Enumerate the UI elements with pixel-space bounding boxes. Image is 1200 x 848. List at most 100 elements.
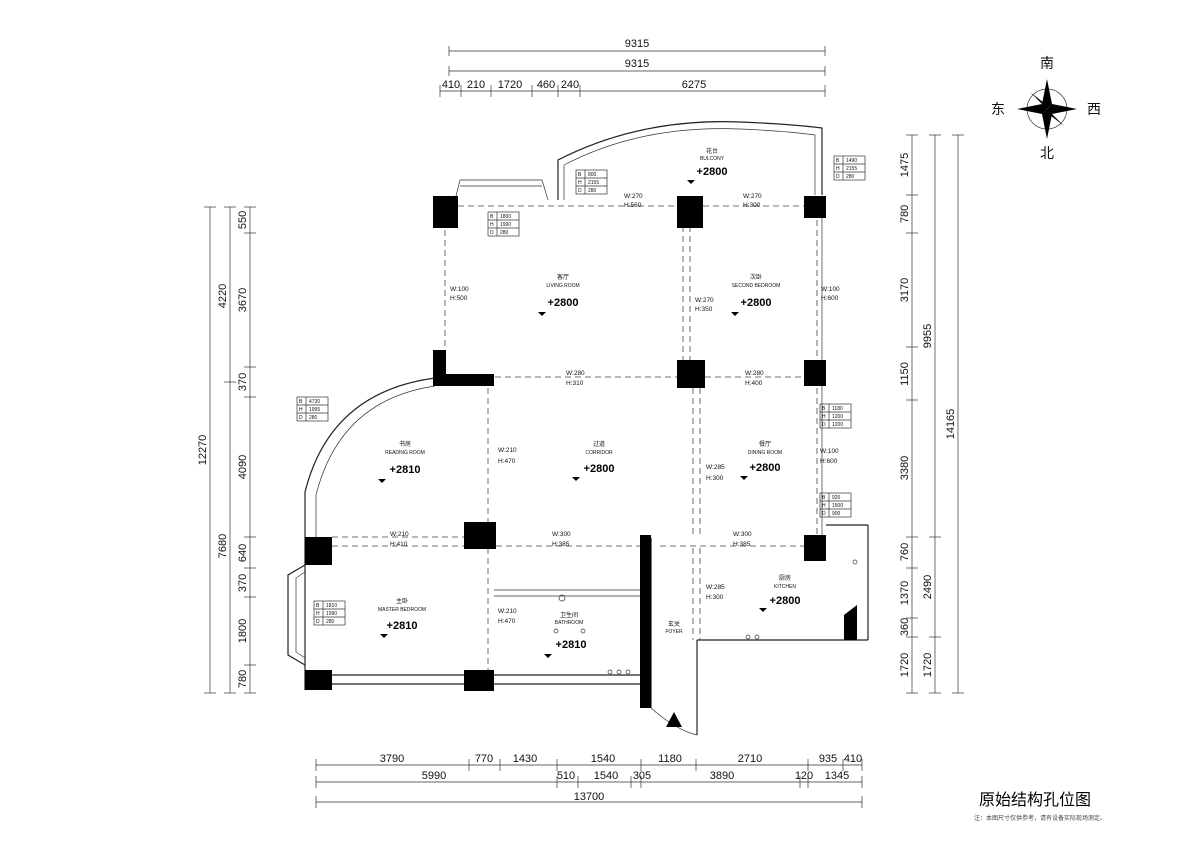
- svg-text:D: D: [578, 188, 582, 194]
- right-mid-1: 9955: [922, 324, 934, 348]
- compass-west-label: 西: [1087, 102, 1101, 118]
- svg-text:1990: 1990: [500, 222, 511, 228]
- svg-text:4730: 4730: [309, 399, 320, 405]
- room-kitchen: 厨房 KITCHEN +2800: [745, 559, 858, 640]
- left-outer: 12270: [197, 435, 209, 466]
- svg-text:W:270: W:270: [695, 297, 714, 304]
- right-inner-3: 3170: [899, 278, 911, 302]
- right-inner-8: 360: [899, 618, 911, 636]
- column: [804, 360, 826, 386]
- svg-text:厨房: 厨房: [779, 574, 791, 582]
- column: [677, 196, 703, 228]
- svg-text:B: B: [316, 603, 320, 609]
- column: [433, 350, 494, 386]
- bottom-row1-3: 1430: [513, 753, 537, 765]
- svg-text:W:285: W:285: [706, 584, 725, 591]
- svg-text:+2800: +2800: [548, 297, 579, 309]
- bottom-row1-1: 3790: [380, 753, 404, 765]
- bottom-overall: 13700: [574, 791, 605, 803]
- svg-text:280: 280: [588, 188, 597, 194]
- svg-text:+2800: +2800: [741, 297, 772, 309]
- left-inner-4: 4090: [237, 455, 249, 479]
- bottom-row1-6: 2710: [738, 753, 762, 765]
- top-seg-3: 1720: [498, 79, 522, 91]
- right-inner-1: 1475: [899, 153, 911, 177]
- svg-text:H:560: H:560: [624, 202, 642, 209]
- svg-text:H:350: H:350: [695, 306, 713, 313]
- columns: [305, 196, 857, 708]
- svg-text:900: 900: [832, 511, 841, 517]
- svg-text:H:300: H:300: [706, 594, 724, 601]
- svg-text:主卧: 主卧: [396, 597, 408, 605]
- right-outer: 14165: [945, 409, 957, 440]
- svg-text:+2800: +2800: [697, 166, 728, 178]
- svg-text:1800: 1800: [500, 214, 511, 220]
- svg-text:2155: 2155: [846, 166, 857, 172]
- bottom-row1-5: 1180: [658, 753, 682, 765]
- svg-text:H:500: H:500: [450, 295, 468, 302]
- svg-text:280: 280: [500, 230, 509, 236]
- svg-text:FOYER: FOYER: [665, 629, 683, 635]
- svg-text:H:400: H:400: [745, 380, 763, 387]
- bottom-row2-1: 5990: [422, 770, 446, 782]
- bottom-row1-4: 1540: [591, 753, 615, 765]
- column: [640, 535, 651, 708]
- svg-text:+2810: +2810: [390, 464, 421, 476]
- svg-text:280: 280: [309, 415, 318, 421]
- room-reading: 书房 READING ROOM +2810: [378, 440, 425, 483]
- svg-text:书房: 书房: [399, 440, 411, 448]
- svg-text:B: B: [822, 406, 826, 412]
- svg-text:1180: 1180: [832, 406, 843, 412]
- svg-text:W:100: W:100: [450, 286, 469, 293]
- svg-text:B: B: [490, 214, 494, 220]
- svg-text:H: H: [836, 166, 840, 172]
- svg-text:W:285: W:285: [706, 464, 725, 471]
- room-bathroom: 卫生间 BATHROOM +2810: [544, 594, 631, 675]
- svg-text:B: B: [822, 495, 826, 501]
- svg-text:H:310: H:310: [566, 380, 584, 387]
- svg-text:W:210: W:210: [390, 531, 409, 538]
- svg-text:餐厅: 餐厅: [759, 440, 771, 448]
- column: [677, 360, 705, 388]
- compass-north-label: 北: [1040, 146, 1054, 162]
- right-dimensions: 1475 780 3170 1150 3380 760 1370 360 172…: [899, 134, 964, 694]
- svg-text:W:270: W:270: [743, 193, 762, 200]
- column: [804, 535, 826, 561]
- svg-text:1990: 1990: [326, 611, 337, 617]
- top-overall-a: 9315: [625, 38, 649, 50]
- column: [804, 196, 826, 218]
- svg-text:H:470: H:470: [498, 618, 516, 625]
- column: [433, 196, 458, 228]
- svg-text:H:385: H:385: [733, 541, 751, 548]
- svg-text:B: B: [299, 399, 303, 405]
- svg-text:D: D: [490, 230, 494, 236]
- svg-text:W:210: W:210: [498, 447, 517, 454]
- left-inner-5: 640: [237, 544, 249, 562]
- svg-text:280: 280: [326, 619, 335, 625]
- svg-text:H: H: [490, 222, 494, 228]
- svg-text:1200: 1200: [832, 414, 843, 420]
- svg-text:玄关: 玄关: [668, 620, 680, 628]
- column: [305, 537, 332, 565]
- svg-text:1500: 1500: [832, 503, 843, 509]
- svg-text:卫生间: 卫生间: [560, 611, 578, 619]
- bottom-row2-2: 510: [557, 770, 575, 782]
- column: [464, 522, 496, 549]
- svg-text:+2810: +2810: [387, 620, 418, 632]
- svg-text:W:270: W:270: [624, 193, 643, 200]
- svg-text:MASTER BEDROOM: MASTER BEDROOM: [378, 607, 426, 613]
- svg-text:1995: 1995: [309, 407, 320, 413]
- svg-text:H: H: [316, 611, 320, 617]
- top-seg-4: 460: [537, 79, 555, 91]
